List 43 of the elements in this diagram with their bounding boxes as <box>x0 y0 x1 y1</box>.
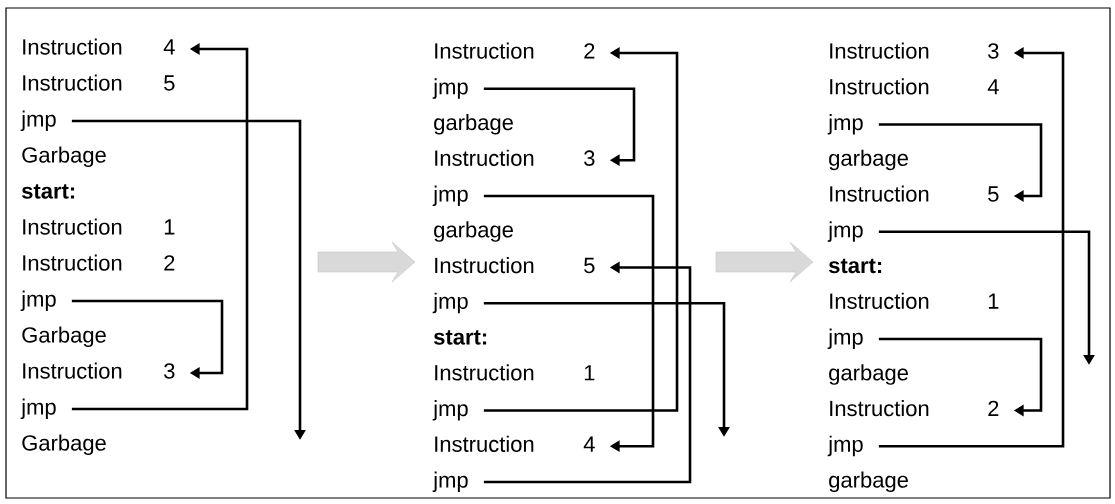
code-line: jmp <box>432 292 468 314</box>
label-text: start: <box>434 330 487 345</box>
code-line: Garbage <box>22 326 106 348</box>
code-line: jmp <box>827 114 863 135</box>
code-line: garbage <box>434 114 513 135</box>
code-line: Instruction 5 <box>23 74 175 91</box>
code-line: jmp <box>827 435 863 457</box>
label-text: start: <box>21 184 75 199</box>
code-line: garbage <box>829 364 908 385</box>
code-line: jmp <box>827 328 863 350</box>
code-line: garbage <box>829 149 908 171</box>
code-line: jmp <box>20 290 56 312</box>
code-line: Instruction 1 <box>435 364 595 381</box>
code-line: jmp <box>827 221 863 242</box>
label-text: start: <box>829 258 882 274</box>
code-line: jmp <box>432 185 468 207</box>
code-line: Instruction 3 <box>23 362 175 379</box>
jump-arrow <box>878 337 1043 417</box>
code-line: Instruction 3 <box>435 149 595 166</box>
jump-arrow <box>878 123 1043 202</box>
code-line: jmp <box>20 110 56 132</box>
code-line: Instruction 1 <box>830 292 999 309</box>
code-line: Garbage <box>22 434 106 456</box>
jump-arrow <box>483 87 636 167</box>
code-line: jmp <box>20 398 56 420</box>
code-line: Garbage <box>22 146 106 168</box>
jump-arrow <box>71 299 224 379</box>
code-line: Instruction 5 <box>830 185 999 202</box>
code-line: jmp <box>432 78 468 99</box>
code-line: Instruction 4 <box>435 435 595 452</box>
code-line: Instruction 5 <box>435 257 595 274</box>
code-line: Instruction 2 <box>435 42 595 59</box>
code-line: jmp <box>432 400 468 421</box>
code-line: Instruction 4 <box>23 38 175 55</box>
code-line: Instruction 4 <box>830 78 999 95</box>
jump-arrow <box>483 194 655 453</box>
code-line: jmp <box>432 471 468 493</box>
code-line: Instruction 2 <box>830 400 999 417</box>
code-line: Instruction 2 <box>23 254 175 271</box>
code-line: Instruction 3 <box>830 42 999 59</box>
code-line: garbage <box>434 221 513 242</box>
code-line: garbage <box>829 471 908 493</box>
code-line: Instruction 1 <box>23 218 175 235</box>
